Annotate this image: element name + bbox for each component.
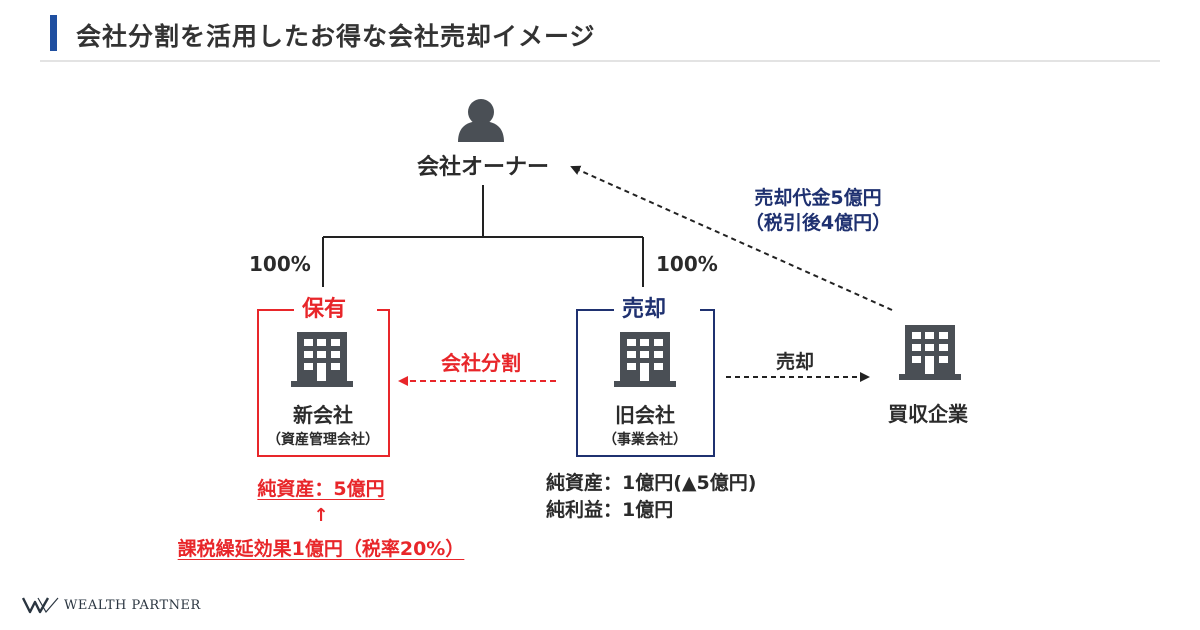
new-company-net-assets: 純資産：5億円	[257, 478, 385, 500]
old-company-name: 旧会社	[615, 403, 675, 427]
new-company-name: 新会社	[293, 403, 353, 427]
old-company-building-icon	[614, 332, 676, 387]
hold-tag: 保有	[293, 291, 355, 323]
sale-price-note: 売却代金5億円 （税引後4億円）	[745, 186, 891, 236]
title-divider	[40, 60, 1160, 62]
brand-footer: WEALTH PARTNER	[22, 596, 201, 614]
new-company-building-icon	[291, 332, 353, 387]
old-company-net-assets: 純資産：1億円(▲5億円)	[546, 472, 757, 494]
ownership-tree-lines	[322, 185, 644, 287]
ownership-left-percent: 100%	[249, 252, 311, 276]
sell-tag: 売却	[613, 291, 675, 323]
owner-label: 会社オーナー	[416, 155, 550, 180]
split-label: 会社分割	[441, 351, 521, 375]
sale-price-line1: 売却代金5億円	[754, 187, 882, 209]
old-company-net-income: 純利益：1億円	[546, 499, 674, 521]
person-icon	[458, 99, 504, 142]
sale-price-line2: （税引後4億円）	[744, 212, 892, 234]
buyer-building-icon	[899, 325, 961, 380]
brand-name: WEALTH PARTNER	[64, 597, 201, 613]
title-accent-bar	[50, 15, 57, 51]
tax-deferral-effect: 課税繰延効果1億円（税率20%）	[177, 538, 465, 560]
buyer-company-name: 買収企業	[888, 402, 968, 426]
new-company-frame	[257, 309, 390, 457]
sale-proceeds-arrow	[570, 165, 893, 311]
wealth-partner-logo-icon	[22, 597, 59, 614]
old-company-subtitle: （事業会社）	[603, 432, 687, 448]
sale-label: 売却	[775, 351, 815, 373]
old-company-frame	[576, 309, 715, 457]
up-arrow-icon: ↑	[313, 505, 329, 526]
ownership-right-percent: 100%	[656, 252, 718, 276]
new-company-subtitle: （資産管理会社）	[267, 432, 379, 448]
page-title: 会社分割を活用したお得な会社売却イメージ	[76, 22, 596, 51]
